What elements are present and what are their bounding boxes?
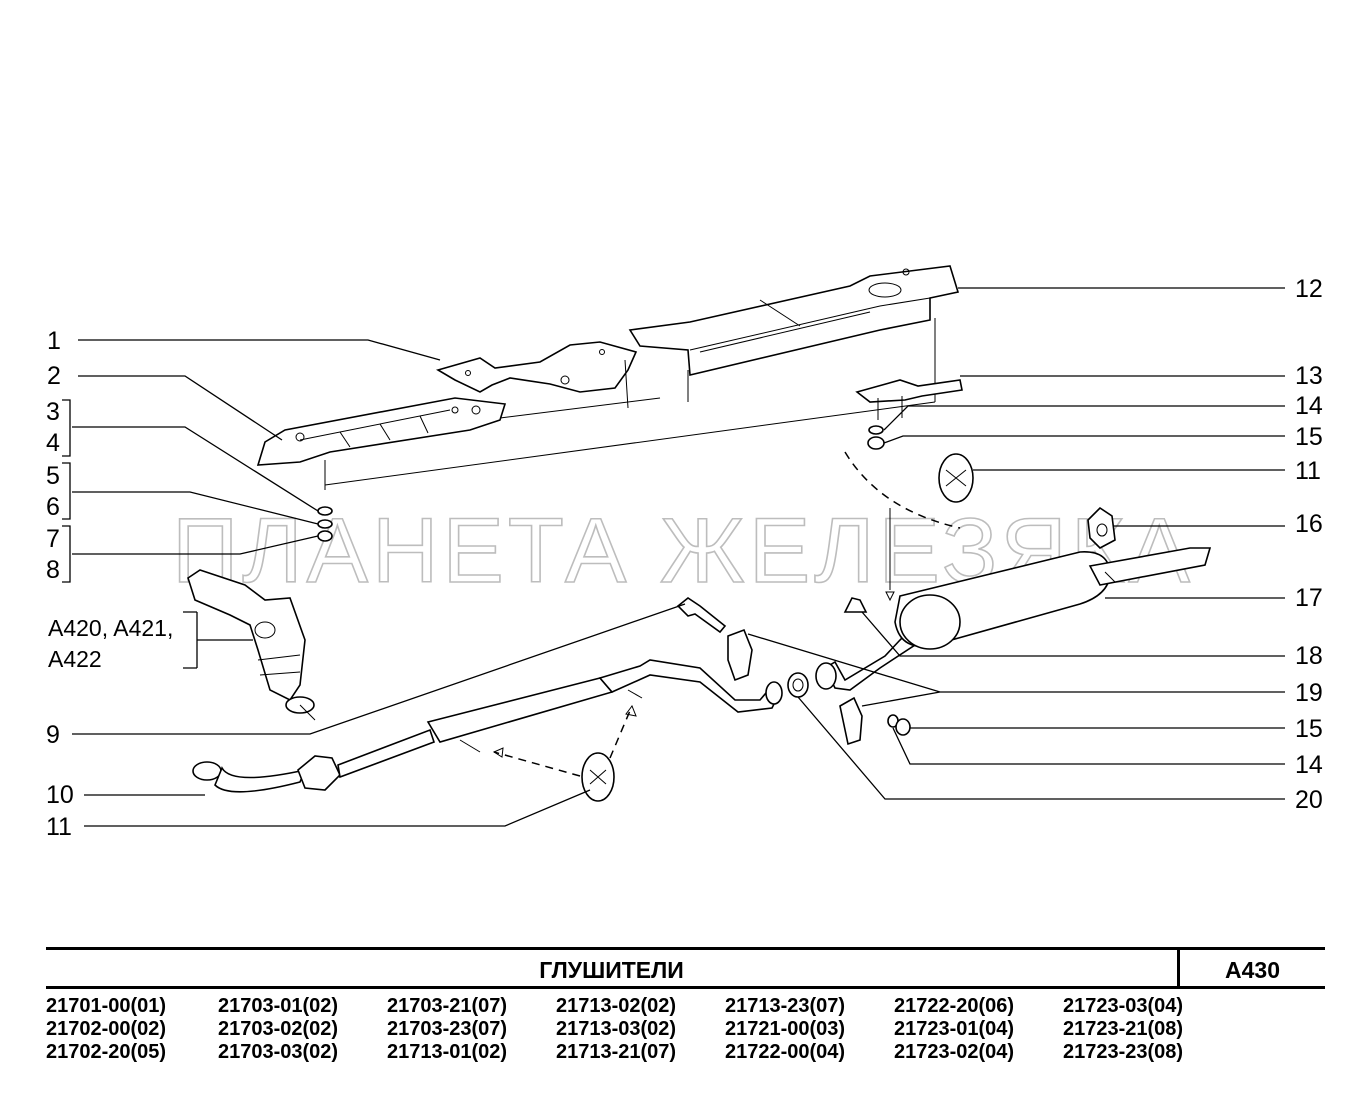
variant-note-line1: A420, A421, [48, 615, 173, 641]
model-code: 21713-03(02) [556, 1018, 677, 1040]
model-column: 21703-21(07) 21703-23(07) 21713-01(02) [387, 995, 507, 1064]
callout-4: 4 [46, 429, 60, 457]
model-code: 21713-02(02) [556, 995, 677, 1017]
model-code: 21722-20(06) [894, 995, 1015, 1017]
model-column: 21722-20(06) 21723-01(04) 21723-02(04) [894, 995, 1014, 1064]
model-code: 21703-23(07) [387, 1018, 508, 1040]
callout-3: 3 [46, 398, 60, 426]
callout-11-upper: 11 [1295, 457, 1321, 485]
model-column: 21723-03(04) 21723-21(08) 21723-23(08) [1063, 995, 1183, 1064]
model-code: 21702-20(05) [46, 1041, 167, 1063]
callout-19: 19 [1295, 679, 1323, 707]
washer-nut-stack-right [867, 425, 885, 450]
bolt [676, 597, 727, 634]
callout-9: 9 [46, 721, 60, 749]
rubber-hanger-upper [938, 453, 974, 503]
callout-10: 10 [46, 781, 74, 809]
rear-heat-shield [628, 265, 960, 376]
callout-14-upper: 14 [1295, 392, 1323, 420]
nut-washer-right [887, 714, 911, 736]
resonator [426, 659, 783, 753]
exhaust-manifold-converter [187, 569, 316, 721]
callout-8: 8 [46, 556, 60, 584]
model-code: 21703-01(02) [218, 995, 339, 1017]
title-block: ГЛУШИТЕЛИ A430 [46, 947, 1325, 989]
variant-note-line2: A422 [48, 646, 102, 672]
model-code: 21702-00(02) [46, 1018, 167, 1040]
pipe-hanger-pin [843, 597, 868, 613]
callout-11-lower: 11 [46, 813, 72, 841]
model-code: 21713-01(02) [387, 1041, 508, 1063]
model-code: 21721-00(03) [725, 1018, 846, 1040]
exhaust-system-diagram: ПЛАНЕТА ЖЕЛЕЗЯКА [46, 265, 1323, 841]
model-code: 21723-21(08) [1063, 1018, 1184, 1040]
callout-15-upper: 15 [1295, 423, 1323, 451]
front-exhaust-pipe [192, 728, 436, 793]
model-code: 21703-02(02) [218, 1018, 339, 1040]
muffler-bracket [855, 379, 963, 420]
callout-16: 16 [1295, 510, 1323, 538]
model-code: 21703-03(02) [218, 1041, 339, 1063]
callout-15-lower: 15 [1295, 715, 1323, 743]
callout-14-lower: 14 [1295, 751, 1323, 779]
callout-18: 18 [1295, 642, 1323, 670]
front-heat-shield [256, 397, 507, 466]
clamp-half-lower [839, 696, 863, 746]
callout-5: 5 [46, 462, 60, 490]
washer-nut-stack-front [317, 506, 333, 542]
page-title: ГЛУШИТЕЛИ [46, 950, 1180, 986]
model-code: 21723-23(08) [1063, 1041, 1184, 1063]
model-code: 21722-00(04) [725, 1041, 846, 1063]
model-column: 21703-01(02) 21703-02(02) 21703-03(02) [218, 995, 338, 1064]
callout-2: 2 [47, 362, 61, 390]
model-column: 21701-00(01) 21702-00(02) 21702-20(05) [46, 995, 166, 1064]
diagram-code: A430 [1225, 957, 1280, 983]
model-code: 21713-23(07) [725, 995, 846, 1017]
model-column: 21713-23(07) 21721-00(03) 21722-00(04) [725, 995, 845, 1064]
clamp-half-upper [727, 628, 753, 682]
rubber-hanger-rear [1087, 506, 1116, 549]
model-code: 21723-03(04) [1063, 995, 1184, 1017]
callout-7: 7 [46, 525, 60, 553]
model-code: 21703-21(07) [387, 995, 508, 1017]
callout-12: 12 [1295, 275, 1323, 303]
gasket-ring [787, 672, 809, 698]
rubber-hanger-lower [581, 752, 615, 802]
model-code: 21701-00(01) [46, 995, 167, 1017]
main-muffler [815, 547, 1212, 691]
model-list: 21701-00(01) 21702-00(02) 21702-20(05) 2… [46, 995, 1325, 1065]
callout-20: 20 [1295, 786, 1323, 814]
callout-13: 13 [1295, 362, 1323, 390]
model-code: 21713-21(07) [556, 1041, 677, 1063]
callout-1: 1 [47, 327, 61, 355]
middle-heat-shield [435, 341, 638, 393]
callout-6: 6 [46, 493, 60, 521]
model-column: 21713-02(02) 21713-03(02) 21713-21(07) [556, 995, 676, 1064]
callout-17: 17 [1295, 584, 1323, 612]
model-code: 21723-01(04) [894, 1018, 1015, 1040]
model-code: 21723-02(04) [894, 1041, 1015, 1063]
